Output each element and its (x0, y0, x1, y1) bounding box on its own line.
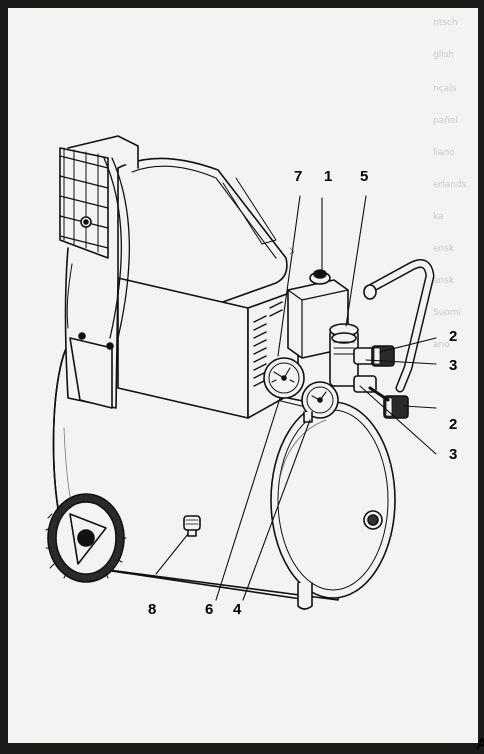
bleed-text: ntsch (433, 18, 458, 28)
bleed-text: ka (433, 212, 444, 222)
bleed-text: ano (433, 340, 450, 350)
leader-line-2-lower (403, 405, 437, 409)
bleed-text: ansk (433, 276, 455, 286)
leader-line-6 (215, 397, 281, 601)
tank-end-cap (270, 401, 396, 599)
hose-bundle (59, 135, 139, 339)
manual-page: ntsch glish nçais pañol liano erlands ka… (8, 8, 484, 753)
leader-line-5 (345, 195, 367, 327)
motor-housing (64, 157, 299, 419)
bleed-text: erlands (433, 180, 467, 190)
callout-6: 6 (205, 601, 214, 618)
scratch-mark (289, 247, 295, 255)
bleed-text: liano (433, 148, 455, 158)
pressure-gauge-tank (263, 357, 305, 399)
pressure-gauge-outlet (301, 381, 339, 423)
callout-8: 8 (148, 601, 157, 618)
leader-lines (155, 195, 437, 601)
bleed-text: glish (433, 50, 455, 60)
leader-line-2-upper (379, 337, 437, 353)
leader-line-7 (277, 195, 301, 357)
bleed-text: nçais (433, 84, 457, 94)
leader-line-8 (155, 533, 189, 575)
leader-line-4 (242, 419, 311, 601)
callout-5: 5 (360, 168, 369, 185)
callout-2-lower: 2 (449, 416, 458, 433)
wheel (45, 493, 127, 583)
leader-line-3-upper (365, 359, 437, 365)
tank-foot (297, 582, 313, 610)
quick-coupler-lower (368, 386, 409, 419)
bleed-text: ensk (433, 244, 455, 254)
regulator-manifold (329, 323, 377, 393)
figure-letter: A (476, 736, 484, 753)
drain-valve (183, 515, 201, 537)
callout-7: 7 (294, 168, 303, 185)
callout-3-upper: 3 (449, 357, 458, 374)
callout-3-lower: 3 (449, 446, 458, 463)
callout-2-upper: 2 (449, 328, 458, 345)
carry-handle (363, 259, 435, 393)
leader-line-3-lower (359, 385, 437, 455)
air-compressor-illustration (45, 135, 437, 610)
callout-4: 4 (233, 601, 242, 618)
callout-1: 1 (324, 168, 333, 185)
bleed-text: pañol (433, 116, 458, 126)
bleed-text: Suomi (433, 308, 462, 318)
